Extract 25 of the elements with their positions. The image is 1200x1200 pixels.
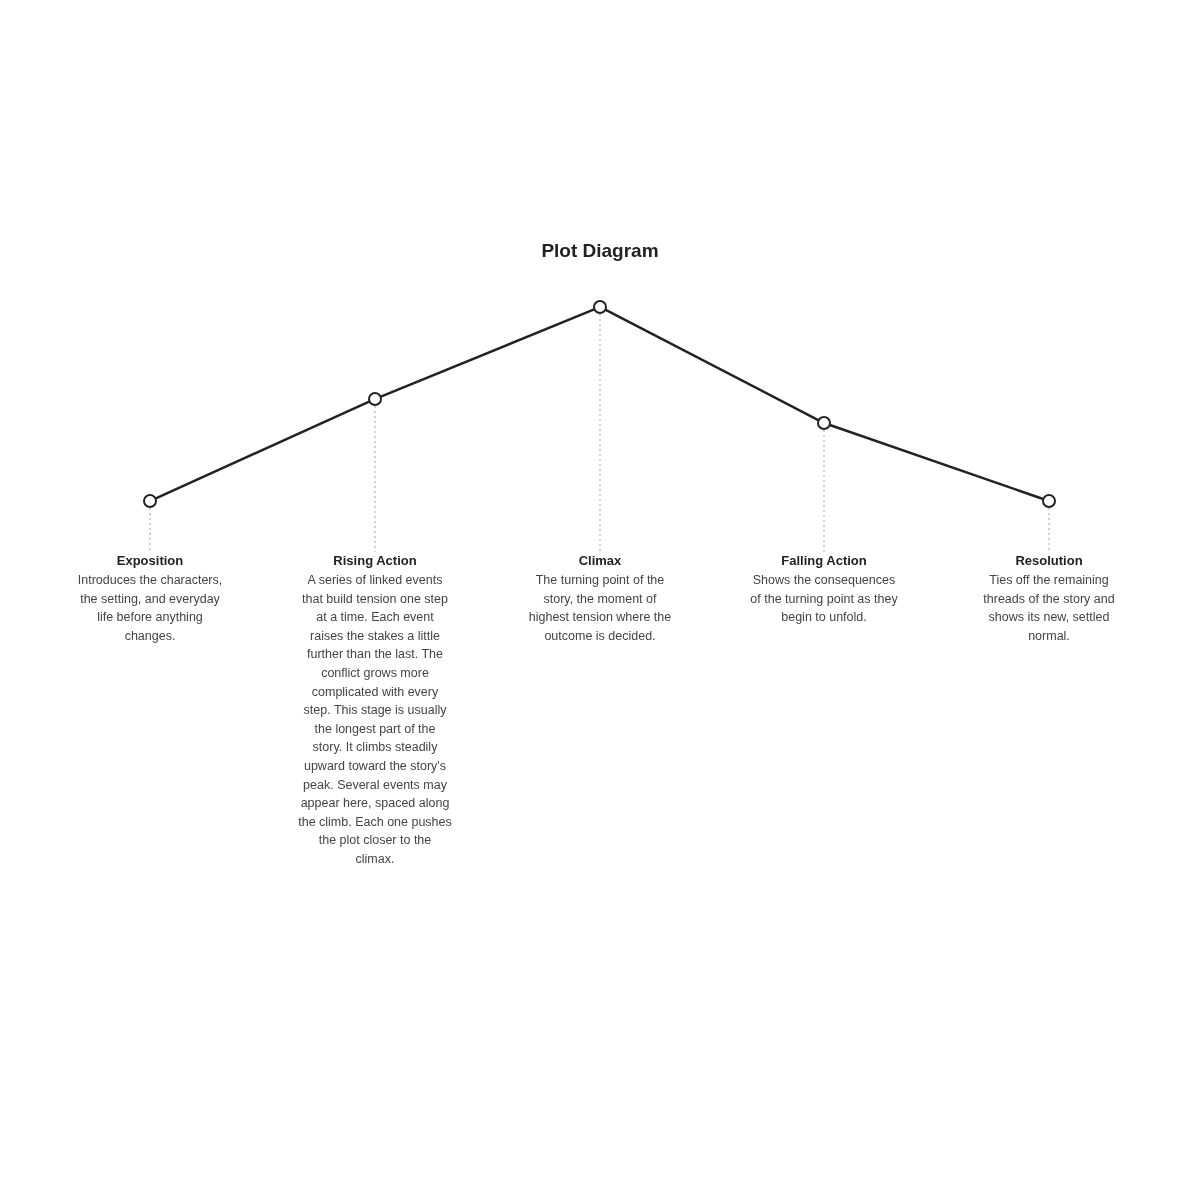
leader-line (1048, 507, 1050, 553)
stage-heading: Rising Action (332, 552, 418, 570)
plot-point-marker (368, 392, 382, 406)
plot-line (155, 400, 370, 500)
stage-description: The turning point of the story, the moment of highest tension where the outcome is decided. (527, 572, 673, 645)
diagram-title: Plot Diagram (540, 239, 660, 263)
stage-description: Introduces the characters, the setting, and everyday life before anything changes. (76, 572, 224, 645)
leader-line (823, 429, 825, 553)
plot-point-marker (817, 416, 831, 430)
stage-heading: Climax (577, 552, 623, 570)
plot-point-marker (143, 494, 157, 508)
leader-line (149, 507, 151, 553)
stage-heading: Falling Action (780, 552, 868, 570)
leader-line (599, 313, 601, 553)
stage-description: Shows the consequences of the turning point as they begin to unfold. (749, 572, 899, 627)
plot-line (604, 308, 820, 422)
leader-line (374, 405, 376, 553)
plot-line (829, 424, 1044, 500)
stage-description: Ties off the remaining threads of the story and shows its new, settled normal. (982, 572, 1116, 645)
stage-description: A series of linked events that build tension one step at a time. Each event raises the stakes a little further than the last. The conflict grows more complicated with every step. This stage is usually the longest part of the story. It climbs steadily upward toward the story's peak. Several events may appear here, spaced along the climb. Each one pushes the plot closer to the climax. (298, 572, 452, 868)
plot-point-marker (593, 300, 607, 314)
plot-line (380, 308, 595, 398)
plot-point-marker (1042, 494, 1056, 508)
stage-heading: Resolution (1014, 552, 1084, 570)
stage-heading: Exposition (115, 552, 185, 570)
